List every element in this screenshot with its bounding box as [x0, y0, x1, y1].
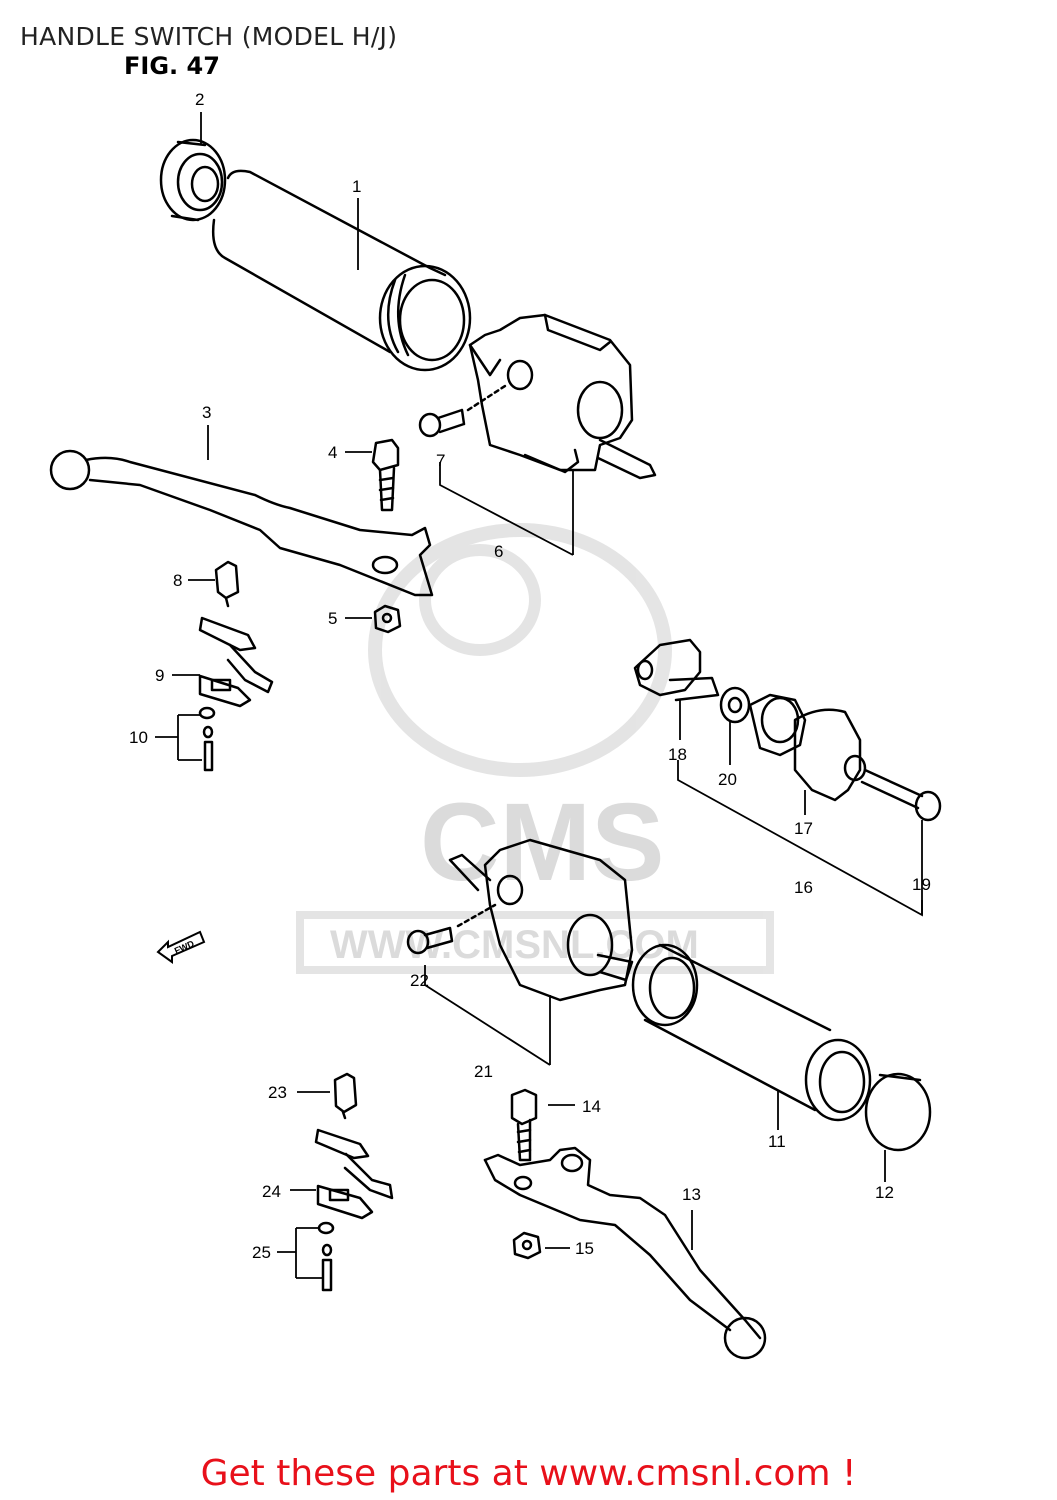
callout-17: 17 [794, 819, 813, 838]
page-title: HANDLE SWITCH (MODEL H/J) [20, 22, 398, 51]
callout-12: 12 [875, 1183, 894, 1202]
part-15-nut [512, 1231, 542, 1260]
callout-15: 15 [575, 1239, 594, 1258]
callout-7: 7 [436, 451, 445, 470]
part-22-screw [406, 903, 497, 955]
callout-22: 22 [410, 971, 429, 990]
cmsnl-parts-link[interactable]: Get these parts at www.cmsnl.com ! [200, 1453, 857, 1494]
leader-lines [155, 112, 923, 1279]
part-1-throttle-grip [211, 169, 472, 372]
callout-1: 1 [352, 177, 361, 196]
part-8-connector [214, 560, 240, 608]
part-10-screw-set [198, 706, 216, 772]
part-6-switch-housing [468, 313, 657, 480]
callout-20: 20 [718, 770, 737, 789]
fwd-badge-text: FWD [173, 938, 196, 956]
part-19-long-screw [860, 768, 942, 822]
callout-25: 25 [252, 1243, 271, 1262]
callout-3: 3 [202, 403, 211, 422]
part-5-nut [373, 604, 402, 634]
part-9-switch [198, 616, 274, 708]
part-14-pivot-bolt [510, 1088, 538, 1162]
callout-8: 8 [173, 571, 182, 590]
callout-23: 23 [268, 1083, 287, 1102]
part-11-grip [631, 943, 872, 1122]
callout-13: 13 [682, 1185, 701, 1204]
part-23-connector [333, 1072, 358, 1120]
callout-16: 16 [794, 878, 813, 897]
callout-18: 18 [668, 745, 687, 764]
watermark-url: WWW.CMSNL.COM [330, 923, 699, 967]
callout-9: 9 [155, 666, 164, 685]
fwd-arrow-icon: FWD [156, 930, 206, 964]
part-20-washer [719, 686, 751, 724]
part-12-end-cap [864, 1072, 932, 1152]
part-7-screw [418, 384, 507, 438]
callout-2: 2 [195, 90, 204, 109]
figure-label: FIG. 47 [124, 52, 220, 80]
callout-4: 4 [328, 443, 337, 462]
part-13-lever [483, 1146, 767, 1360]
part-24-switch [314, 1128, 394, 1220]
part-3-lever [49, 449, 434, 597]
watermark: CMS WWW.CMSNL.COM [296, 523, 774, 974]
callout-24: 24 [262, 1182, 281, 1201]
callout-11: 11 [768, 1132, 786, 1151]
callout-labels: 2 1 3 4 7 6 8 5 9 10 18 20 17 16 19 22 2… [129, 90, 931, 1262]
part-2-grip-end [159, 138, 227, 222]
callout-6: 6 [494, 542, 503, 561]
part-17-knob-assembly [748, 693, 867, 802]
part-25-screw-set [317, 1221, 335, 1292]
callout-19: 19 [912, 875, 931, 894]
callout-14: 14 [582, 1097, 601, 1116]
callout-10: 10 [129, 728, 148, 747]
part-4-pivot-bolt [371, 438, 400, 512]
callout-21: 21 [474, 1062, 493, 1081]
part-18-bracket [633, 638, 720, 702]
part-21-switch-housing [448, 838, 634, 1002]
callout-5: 5 [328, 609, 337, 628]
